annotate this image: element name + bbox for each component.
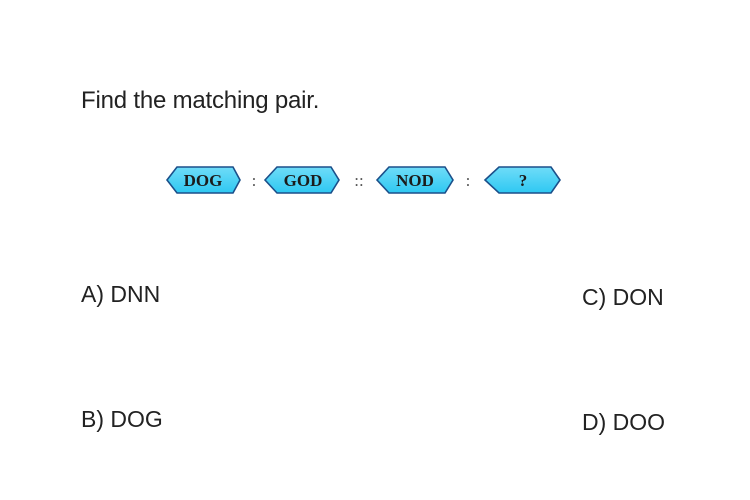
term-2-label: GOD xyxy=(284,171,323,190)
option-d[interactable]: D) DOO xyxy=(582,409,666,435)
analogy-puzzle: DOG : GOD :: NOD : ? xyxy=(163,163,563,197)
hexagon-term-3 xyxy=(375,166,454,194)
term-3-label: NOD xyxy=(396,171,434,190)
separator-2: :: xyxy=(354,171,363,190)
term-4-label: ? xyxy=(519,171,528,190)
option-a[interactable]: A) DNN xyxy=(81,281,161,307)
hexagon-term-1 xyxy=(165,166,241,194)
option-c[interactable]: C) DON xyxy=(582,284,664,310)
question-text: Find the matching pair. xyxy=(81,87,320,114)
option-b[interactable]: B) DOG xyxy=(81,406,163,432)
separator-3: : xyxy=(466,171,471,190)
hexagon-term-2 xyxy=(263,166,340,194)
hexagon-term-4 xyxy=(483,166,561,194)
separator-1: : xyxy=(252,171,257,190)
term-1-label: DOG xyxy=(184,171,223,190)
analogy-graphic: DOG : GOD :: NOD : ? xyxy=(165,166,561,194)
